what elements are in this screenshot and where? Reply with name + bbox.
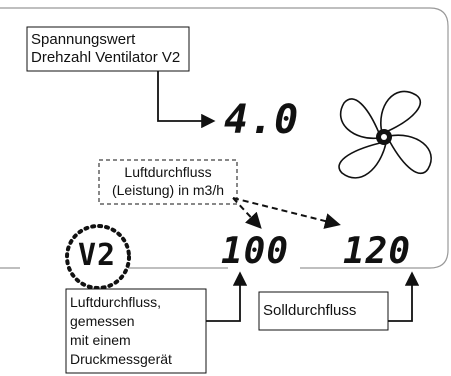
voltage-label-line2: Drehzahl Ventilator V2 [31, 49, 181, 66]
voltage-value: 4.0 [224, 97, 300, 143]
fan-indicator-circle [65, 224, 131, 290]
airflow-arrow-measured [232, 197, 262, 229]
setpoint-label: Solldurchfluss [263, 302, 357, 319]
fan-indicator: V2 [78, 238, 117, 273]
voltage-label-line1: Spannungswert [31, 31, 136, 48]
fan-icon [338, 90, 432, 179]
measured-label-line2: gemessen [70, 313, 135, 329]
airflow-label-line1: Luftdurchfluss [124, 164, 212, 180]
measured-label-line4: Druckmessgerät [70, 351, 172, 367]
display-outline [0, 7, 449, 269]
measured-label-line1: Luftdurchfluss, [70, 294, 162, 310]
airflow-label-box [98, 159, 238, 205]
voltage-arrow [157, 71, 216, 129]
setpoint-arrow [388, 271, 420, 322]
measured-label-box [65, 288, 207, 374]
measured-label: Luftdurchfluss, gemessen mit einem Druck… [70, 293, 172, 369]
voltage-label-box [26, 26, 190, 72]
measured-arrow [206, 271, 248, 322]
voltage-label: Spannungswert Drehzahl Ventilator V2 [31, 31, 180, 67]
setpoint-value: 120 [343, 231, 412, 272]
airflow-label: Luftdurchfluss (Leistung) in m3/h [99, 163, 237, 199]
measured-value: 100 [221, 231, 290, 272]
airflow-label-line2: (Leistung) in m3/h [111, 182, 225, 198]
setpoint-label-box [258, 291, 389, 331]
measured-label-line3: mit einem [70, 332, 131, 348]
airflow-arrow-setpoint [232, 197, 341, 229]
